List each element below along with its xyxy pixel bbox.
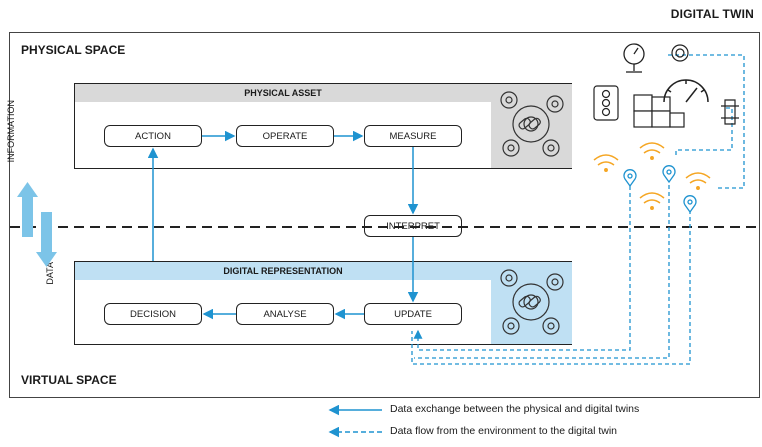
virtual-space-label: VIRTUAL SPACE xyxy=(21,373,117,387)
node-decision: DECISION xyxy=(104,303,202,325)
physical-asset-header: PHYSICAL ASSET xyxy=(75,84,491,102)
gear-chain-icon xyxy=(500,91,564,157)
legend-solid-text: Data exchange between the physical and d… xyxy=(390,403,640,415)
data-arrow xyxy=(36,212,57,267)
location-pin-icon xyxy=(623,165,697,214)
legend-dashed-text: Data flow from the environment to the di… xyxy=(390,425,618,437)
speedometer-icon xyxy=(663,79,709,103)
digital-gear-panel xyxy=(491,262,572,344)
node-analyse: ANALYSE xyxy=(236,303,334,325)
stopwatch-icon xyxy=(623,43,645,73)
diagram-title: DIGITAL TWIN xyxy=(670,7,754,21)
pressure-gauge-icon xyxy=(671,44,689,62)
dashed-flows xyxy=(411,54,745,365)
wifi-signal-icon xyxy=(593,142,711,210)
pulley-icon xyxy=(721,99,739,125)
boxes-icon xyxy=(633,94,685,128)
physical-space-label: PHYSICAL SPACE xyxy=(21,43,126,57)
physical-asset-box: PHYSICAL ASSET xyxy=(74,83,572,169)
outer-frame xyxy=(9,32,760,398)
traffic-light-icon xyxy=(593,85,619,121)
solid-flows xyxy=(147,130,419,320)
node-action: ACTION xyxy=(104,125,202,147)
digital-representation-header: DIGITAL REPRESENTATION xyxy=(75,262,491,280)
node-operate: OPERATE xyxy=(236,125,334,147)
node-measure: MEASURE xyxy=(364,125,462,147)
information-arrow xyxy=(17,182,38,237)
gear-chain-icon xyxy=(500,269,564,335)
physical-gear-panel xyxy=(491,84,572,168)
node-update: UPDATE xyxy=(364,303,462,325)
